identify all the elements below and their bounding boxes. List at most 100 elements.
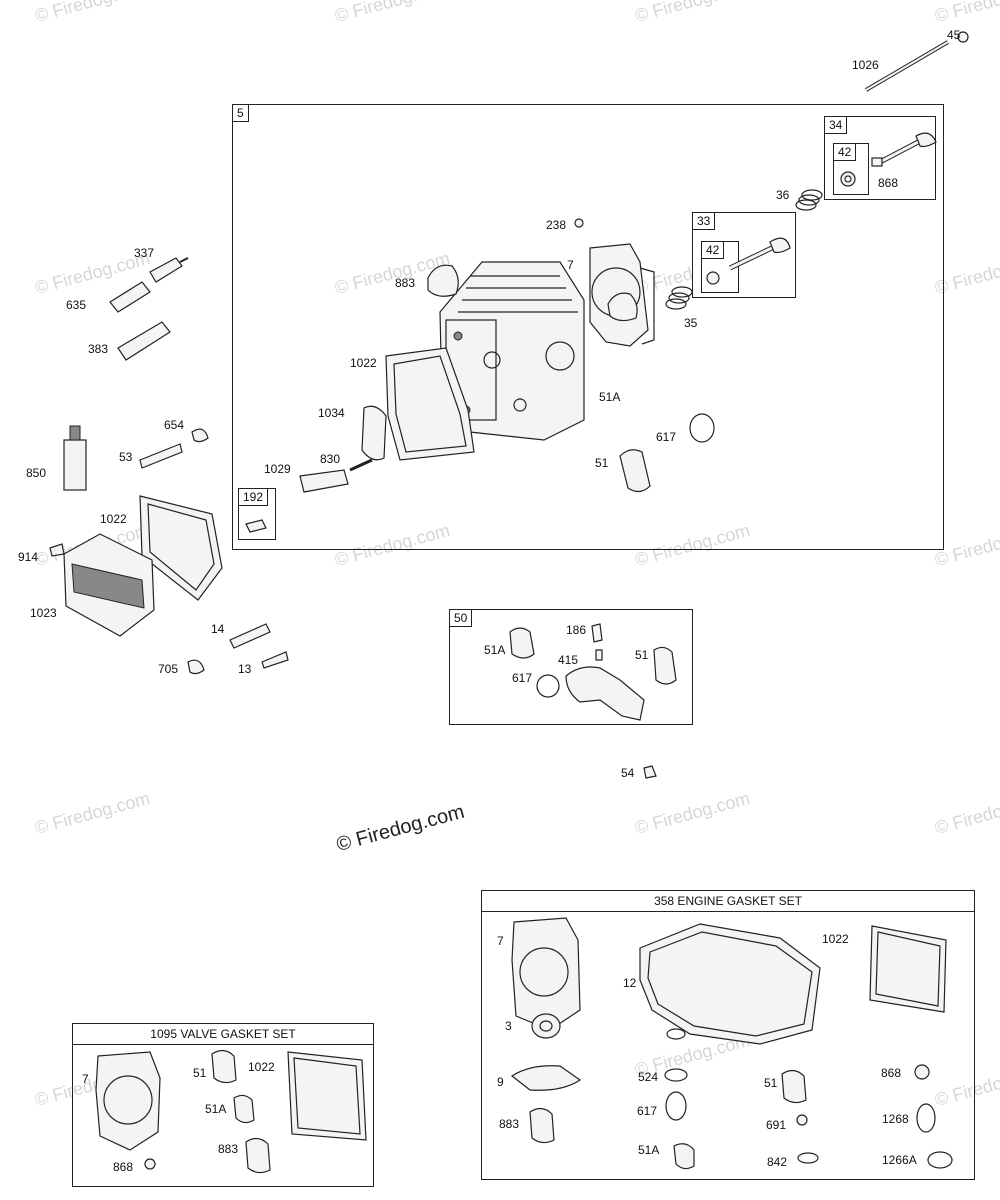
fitting-415	[595, 649, 603, 661]
part-label: 54	[621, 766, 635, 780]
valve-spring-35	[665, 286, 693, 310]
head-gasket-set1	[95, 1051, 161, 1151]
head-gasket-set2	[511, 917, 581, 1031]
box-tag: 42	[701, 241, 725, 259]
valve-cover-1023	[63, 533, 155, 637]
part-label: 13	[238, 662, 252, 676]
part-label: 1034	[318, 406, 345, 420]
part-label: 51A	[205, 1102, 227, 1116]
part-label: 914	[18, 550, 39, 564]
part-label: 691	[766, 1118, 787, 1132]
gasket-51A-set1	[233, 1094, 255, 1124]
part-label: 883	[218, 1142, 239, 1156]
part-label: 238	[546, 218, 567, 232]
part-label: 51	[635, 648, 649, 662]
part-label: 7	[567, 258, 574, 272]
sealant-tube-850	[63, 425, 87, 491]
gasket-51b	[653, 646, 677, 685]
gasket-883-set2	[529, 1107, 555, 1144]
part-label: 654	[164, 418, 185, 432]
part-label: 12	[623, 976, 637, 990]
part-label: 7	[497, 934, 504, 948]
gasket-51A	[607, 292, 638, 322]
o-ring-617b	[536, 674, 560, 698]
breather-1029	[299, 469, 349, 493]
gasket-51-set2	[781, 1069, 807, 1104]
fitting-186	[591, 623, 603, 643]
box-tag: 5	[232, 104, 249, 122]
part-label: 383	[88, 342, 109, 356]
set-title: 358 ENGINE GASKET SET	[482, 891, 974, 912]
o-ring-1266A	[927, 1151, 953, 1169]
valve-seal-42	[706, 271, 720, 285]
breather-plate-1034	[361, 405, 387, 461]
o-ring-617-set2	[665, 1091, 687, 1121]
intake-kit-box-50: 50	[449, 609, 693, 725]
o-ring-617	[689, 413, 715, 443]
part-label: 842	[767, 1155, 788, 1169]
crankcase-gasket-12	[639, 923, 821, 1045]
part-label: 883	[499, 1117, 520, 1131]
part-label: 51	[595, 456, 609, 470]
part-192	[245, 519, 267, 533]
seal-868-set1	[144, 1158, 156, 1170]
part-label: 51	[193, 1066, 207, 1080]
box-tag: 50	[449, 609, 473, 627]
part-label: 51A	[638, 1143, 660, 1157]
set-title: 1095 VALVE GASKET SET	[73, 1024, 373, 1045]
cover-gasket-set1	[287, 1051, 367, 1141]
part-label: 1266A	[882, 1153, 917, 1167]
intake-elbow	[565, 666, 645, 721]
part-label: 7	[82, 1072, 89, 1086]
part-label: 524	[638, 1070, 659, 1084]
part-label: 35	[684, 316, 698, 330]
gasket-51	[619, 449, 651, 493]
seal-868-set2	[914, 1064, 930, 1080]
part-label: 617	[656, 430, 677, 444]
stud-53	[139, 443, 183, 469]
part-45	[957, 31, 969, 43]
exhaust-valve	[871, 132, 937, 167]
gasket-883-set1	[245, 1137, 271, 1174]
part-691	[796, 1114, 808, 1126]
part-label: 617	[637, 1104, 658, 1118]
box-tag: 42	[833, 143, 857, 161]
bolt-914	[49, 543, 65, 557]
part-label: 415	[558, 653, 579, 667]
intake-gasket-883	[427, 264, 459, 297]
part-label: 850	[26, 466, 47, 480]
part-label: 868	[113, 1160, 134, 1174]
ring-small	[666, 1028, 686, 1040]
box-tag: 34	[824, 116, 848, 134]
part-label: 1026	[852, 58, 879, 72]
gasket-51A-set2	[673, 1143, 695, 1170]
valve-seal-868	[840, 171, 856, 187]
valve-seal-box-42: 42	[833, 143, 869, 195]
ring-842	[797, 1152, 819, 1164]
part-label: 617	[512, 671, 533, 685]
part-label: 1022	[248, 1060, 275, 1074]
valve-kit-box-33: 33 42	[692, 212, 796, 298]
kit-box-192: 192	[238, 488, 276, 540]
part-label: 868	[881, 1066, 902, 1080]
engine-gasket-set-box: 358 ENGINE GASKET SET	[481, 890, 975, 1180]
part-label: 337	[134, 246, 155, 260]
gasket-51A-b	[509, 627, 535, 659]
part-label: 1022	[100, 512, 127, 526]
part-label: 3	[505, 1019, 512, 1033]
part-label: 1268	[882, 1112, 909, 1126]
nut-705	[187, 659, 205, 675]
part-238	[574, 218, 584, 228]
part-label: 1022	[350, 356, 377, 370]
part-label: 883	[395, 276, 416, 290]
part-label: 51	[764, 1076, 778, 1090]
part-label: 51A	[599, 390, 621, 404]
part-label: 186	[566, 623, 587, 637]
o-ring-1268	[916, 1103, 936, 1133]
part-654	[191, 428, 209, 443]
gasket-9	[510, 1065, 582, 1091]
part-label: 705	[158, 662, 179, 676]
intake-valve	[728, 237, 791, 271]
stud-14	[229, 623, 271, 649]
